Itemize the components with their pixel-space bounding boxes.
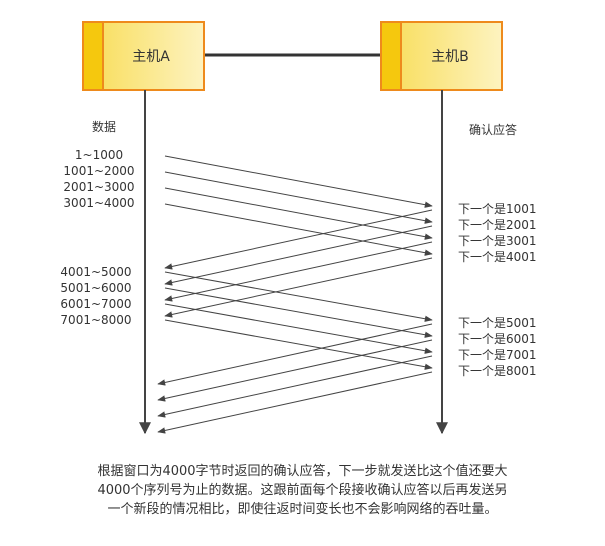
host-a-label: 主机A [132, 49, 170, 65]
data-segment-arrow [164, 271, 433, 322]
seq-label: 3001~4000 [63, 196, 134, 210]
ack-text: 下一个是2001 [458, 218, 537, 232]
caption-line: 一个新段的情况相比，即使往返时间变长也不会影响网络的吞吐量。 [107, 502, 498, 517]
host-a-stripe [84, 23, 103, 89]
ack-arrow [164, 225, 433, 286]
data-label: 数据 [92, 119, 116, 134]
ack-arrow [157, 339, 433, 402]
data-segment-arrow [164, 319, 433, 370]
ack-arrow [157, 371, 433, 434]
ack-arrow [164, 257, 433, 318]
ack-arrow [157, 323, 433, 386]
ack-text: 下一个是5001 [458, 316, 537, 330]
ack-text: 下一个是7001 [458, 348, 537, 362]
ack-arrow [157, 355, 433, 418]
ack-arrow [164, 241, 433, 302]
seq-label: 4001~5000 [60, 265, 131, 279]
data-segment-arrow [164, 155, 433, 208]
data-segment-arrow [164, 303, 433, 354]
ack-text: 下一个是8001 [458, 364, 537, 378]
ack-text: 下一个是3001 [458, 234, 537, 248]
host-b-label: 主机B [431, 49, 469, 65]
ack-label: 确认应答 [469, 122, 517, 137]
caption-line: 4000个序列号为止的数据。这跟前面每个段接收确认应答以后再发送另 [97, 483, 508, 498]
seq-label: 2001~3000 [63, 180, 134, 194]
caption: 根据窗口为4000字节时返回的确认应答，下一步就发送比这个值还要大 4000个序… [40, 462, 565, 519]
seq-label: 5001~6000 [60, 281, 131, 295]
seq-label: 1001~2000 [63, 164, 134, 178]
ack-text: 下一个是4001 [458, 250, 537, 264]
host-b-stripe [382, 23, 401, 89]
ack-text: 下一个是6001 [458, 332, 537, 346]
host-b: 主机B [380, 21, 503, 91]
seq-label: 6001~7000 [60, 297, 131, 311]
data-segment-arrow [164, 187, 433, 240]
data-segment-arrow [164, 287, 433, 338]
ack-text: 下一个是1001 [458, 202, 537, 216]
seq-label: 1~1000 [75, 148, 123, 162]
ack-arrow [164, 209, 433, 270]
seq-label: 7001~8000 [60, 313, 131, 327]
data-segment-arrow [164, 203, 433, 256]
data-segment-arrow [164, 171, 433, 224]
caption-line: 根据窗口为4000字节时返回的确认应答，下一步就发送比这个值还要大 [97, 464, 508, 479]
host-a: 主机A [82, 21, 205, 91]
